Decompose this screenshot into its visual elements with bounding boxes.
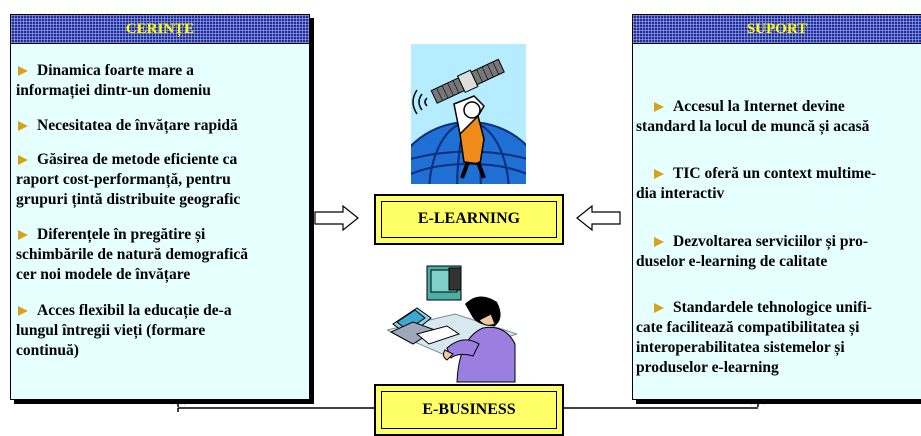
- list-item: Accesul la Internet devine standard la l…: [636, 98, 870, 135]
- hollow-arrow-left-icon: [576, 204, 621, 232]
- list-item: TIC oferă un context multime- dia intera…: [636, 165, 877, 202]
- support-title: SUPORT: [746, 21, 808, 37]
- list-item: Dezvoltarea serviciilor și pro- duselor …: [636, 233, 868, 270]
- list-item: Necesitatea de învățare rapidă: [16, 116, 238, 136]
- support-panel: [632, 14, 921, 400]
- requirements-panel: [10, 14, 310, 400]
- ebusiness-box: E-BUSINESS: [374, 384, 564, 436]
- elearning-label: E-LEARNING: [417, 210, 521, 227]
- requirements-header: CERINȚE: [10, 14, 310, 44]
- arrow-bullet-icon: [654, 169, 664, 179]
- office-worker-computer-clipart: [387, 265, 517, 383]
- list-item: Acces flexibil la educație de-a lungul î…: [16, 302, 232, 359]
- arrow-bullet-icon: [654, 303, 664, 313]
- support-header: SUPORT: [632, 14, 921, 44]
- elearning-box: E-LEARNING: [374, 194, 564, 245]
- arrow-bullet-icon: [18, 155, 28, 165]
- arrow-bullet-icon: [18, 66, 28, 76]
- list-item: Standardele tehnologice unifi- cate faci…: [636, 299, 872, 376]
- requirements-title: CERINȚE: [125, 21, 195, 37]
- arrow-bullet-icon: [18, 230, 28, 240]
- arrow-bullet-icon: [654, 102, 664, 112]
- arrow-bullet-icon: [654, 237, 664, 247]
- list-item: Diferențele în pregătire și schimbările …: [16, 226, 249, 283]
- arrow-bullet-icon: [18, 121, 28, 131]
- satellite-globe-clipart: [411, 44, 526, 184]
- hollow-arrow-right-icon: [314, 204, 359, 232]
- arrow-bullet-icon: [18, 306, 28, 316]
- list-item: Găsirea de metode eficiente ca raport co…: [16, 151, 241, 208]
- list-item: Dinamica foarte mare a informației dintr…: [16, 62, 211, 99]
- ebusiness-label: E-BUSINESS: [422, 401, 516, 418]
